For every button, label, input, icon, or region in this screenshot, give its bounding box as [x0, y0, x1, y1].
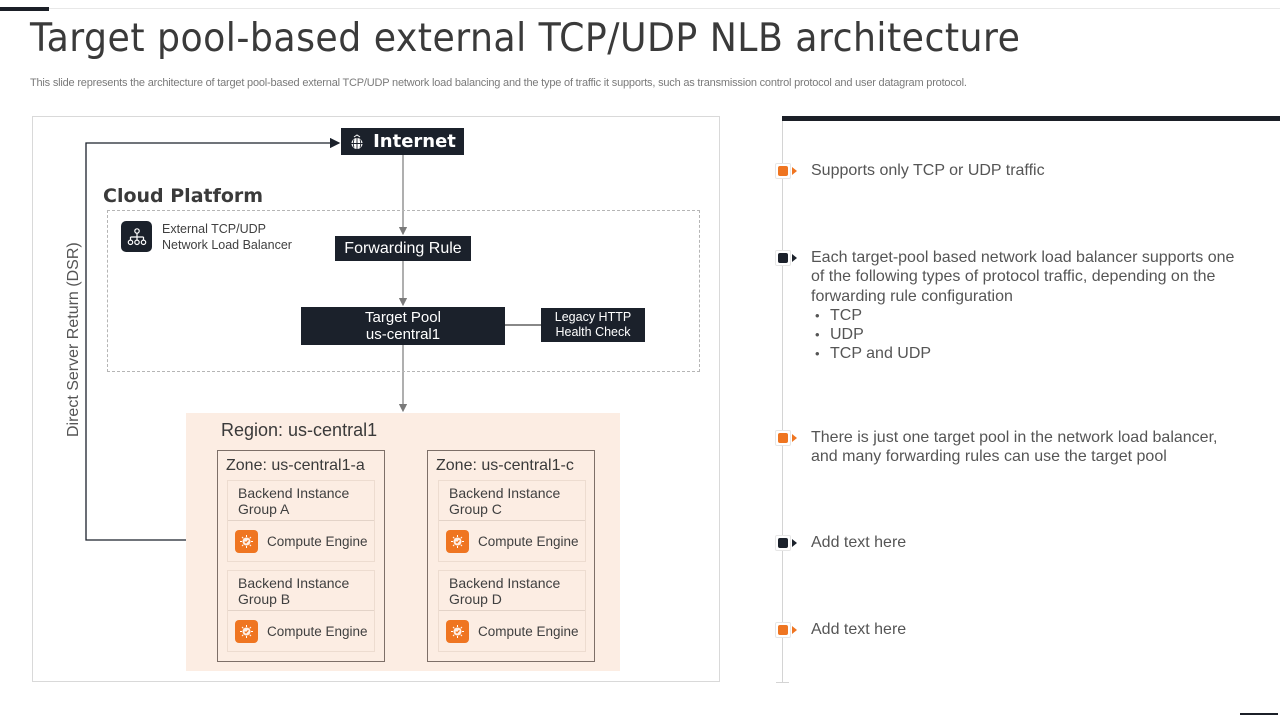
group-name-line2: Group D [449, 591, 502, 607]
point-line: Each target-pool based network load bala… [811, 249, 1235, 266]
compute-engine-icon [446, 529, 469, 553]
point-line: Supports only TCP or UDP traffic [811, 162, 1045, 179]
group-name: Backend Instance Group A [228, 481, 374, 521]
point-text: Add text here [811, 620, 906, 639]
nlb-label-line2: Network Load Balancer [162, 238, 292, 252]
point-text: Add text here [811, 533, 906, 552]
health-check-node: Legacy HTTP Health Check [541, 308, 645, 342]
point-text: Each target-pool based network load bala… [811, 248, 1234, 364]
group-name-line1: Backend Instance [449, 575, 561, 591]
point-arrow-icon [792, 254, 797, 262]
slide-subtitle: This slide represents the architecture o… [30, 77, 967, 89]
compute-engine-icon [446, 619, 469, 643]
group-name-line2: Group C [449, 501, 502, 517]
point-line: There is just one target pool in the net… [811, 429, 1218, 446]
marker-square [778, 625, 788, 635]
zone-c: Zone: us-central1-c Backend Instance Gro… [427, 450, 595, 662]
zone-label: Zone: us-central1-a [226, 457, 365, 474]
bottom-right-accent [1240, 713, 1278, 715]
point-line: Add text here [811, 534, 907, 551]
target-pool-region: us-central1 [365, 326, 441, 343]
slide-title: Target pool-based external TCP/UDP NLB a… [30, 16, 1021, 61]
compute-engine-label: Compute Engine [478, 533, 579, 549]
marker-square [778, 253, 788, 263]
point-marker-icon [775, 250, 791, 266]
cloud-platform-label: Cloud Platform [103, 185, 264, 207]
point-marker-icon [775, 163, 791, 179]
point-line: Add text here [811, 621, 907, 638]
timeline-line [782, 121, 783, 683]
zone-label: Zone: us-central1-c [436, 457, 574, 474]
backend-group-b: Backend Instance Group B Compute Engine [227, 570, 375, 652]
zone-a: Zone: us-central1-a Backend Instance Gro… [217, 450, 385, 662]
target-pool-title: Target Pool [365, 309, 441, 326]
protocol-bullet-list: TCPUDPTCP and UDP [811, 306, 1234, 364]
point-marker-icon [775, 535, 791, 551]
point-marker-icon [775, 430, 791, 446]
compute-engine-row: Compute Engine [228, 521, 374, 561]
point-line: of the following types of protocol traff… [811, 268, 1216, 286]
forwarding-rule-node: Forwarding Rule [335, 236, 471, 261]
target-pool-node: Target Pool us-central1 [301, 307, 505, 345]
group-name: Backend Instance Group C [439, 481, 585, 521]
top-accent-bar [0, 7, 49, 11]
backend-group-a: Backend Instance Group A Compute Engine [227, 480, 375, 562]
group-name: Backend Instance Group B [228, 571, 374, 611]
backend-group-d: Backend Instance Group D Compute Engine [438, 570, 586, 652]
health-check-line1: Legacy HTTP [554, 310, 632, 324]
protocol-bullet: UDP [815, 325, 1234, 344]
compute-engine-icon [235, 529, 258, 553]
compute-engine-row: Compute Engine [439, 611, 585, 651]
nlb-label: External TCP/UDP Network Load Balancer [162, 221, 292, 253]
backend-group-c: Backend Instance Group C Compute Engine [438, 480, 586, 562]
diagram-frame [32, 116, 720, 682]
compute-engine-label: Compute Engine [267, 533, 368, 549]
point-arrow-icon [792, 626, 797, 634]
top-divider [49, 8, 1280, 9]
point-marker-icon [775, 622, 791, 638]
dsr-label: Direct Server Return (DSR) [65, 242, 82, 437]
group-name-line1: Backend Instance [449, 485, 561, 501]
group-name: Backend Instance Group D [439, 571, 585, 611]
point-line: forwarding rule configuration [811, 287, 1013, 305]
marker-square [778, 433, 788, 443]
internet-node: Internet [341, 128, 464, 155]
network-hierarchy-icon [121, 221, 152, 252]
protocol-bullet: TCP [815, 306, 1234, 325]
internet-label: Internet [373, 131, 456, 152]
point-line: and many forwarding rules can use the ta… [811, 448, 1167, 466]
point-text: Supports only TCP or UDP traffic [811, 161, 1045, 180]
right-panel-top-bar [782, 116, 1280, 121]
region-label: Region: us-central1 [221, 420, 378, 440]
group-name-line2: Group A [238, 501, 290, 517]
nlb-label-line1: External TCP/UDP [162, 222, 266, 236]
point-text: There is just one target pool in the net… [811, 428, 1217, 467]
compute-engine-row: Compute Engine [439, 521, 585, 561]
group-name-line1: Backend Instance [238, 575, 350, 591]
point-arrow-icon [792, 434, 797, 442]
marker-square [778, 538, 788, 548]
compute-engine-label: Compute Engine [478, 623, 579, 639]
group-name-line1: Backend Instance [238, 485, 350, 501]
point-arrow-icon [792, 539, 797, 547]
globe-icon [351, 133, 363, 149]
compute-engine-row: Compute Engine [228, 611, 374, 651]
group-name-line2: Group B [238, 591, 291, 607]
timeline-end-tick [776, 682, 789, 683]
compute-engine-label: Compute Engine [267, 623, 368, 639]
point-arrow-icon [792, 167, 797, 175]
protocol-bullet: TCP and UDP [815, 344, 1234, 363]
compute-engine-icon [235, 619, 258, 643]
marker-square [778, 166, 788, 176]
cloud-platform-boundary [107, 210, 700, 372]
health-check-line2: Health Check [555, 325, 631, 339]
